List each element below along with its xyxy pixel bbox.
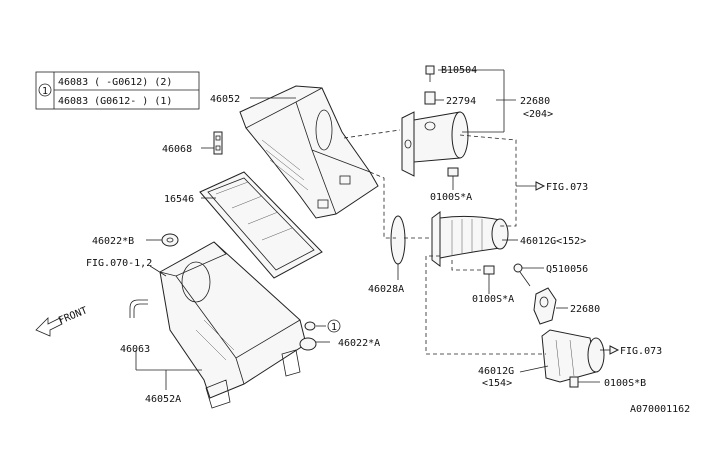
duct-46012g-152[interactable] <box>431 211 509 267</box>
label-q510056: Q510056 <box>546 264 588 275</box>
legend-marker: 1 <box>42 86 48 97</box>
dashed-assembly-lines <box>343 129 546 355</box>
leader-lines <box>135 69 620 390</box>
callout-marker: 1 <box>327 319 341 333</box>
sensor-22794[interactable] <box>424 91 436 105</box>
label-46052: 46052 <box>210 94 240 105</box>
label-fig070[interactable]: FIG.070-1,2 <box>86 258 152 269</box>
label-b10504: B10504 <box>441 65 477 76</box>
pipe-46063[interactable] <box>129 299 148 318</box>
label-fig073-top[interactable]: FIG.073 <box>546 182 588 193</box>
bolt-0100s-b[interactable] <box>569 376 600 388</box>
label-46068: 46068 <box>162 144 192 155</box>
label-22794: 22794 <box>446 96 476 107</box>
front-label: FRONT <box>57 305 89 326</box>
label-0100s-a-top: 0100S*A <box>430 192 472 203</box>
lower-case-46052a[interactable] <box>159 241 307 409</box>
legend-table: 1 46083 ( -G0612) (2) 46083 (G0612- ) (1… <box>35 71 200 110</box>
sensor-22680-lower[interactable] <box>533 287 557 325</box>
label-46012g-154: 46012G <box>478 366 514 377</box>
seal-46028a[interactable] <box>390 215 406 265</box>
front-arrow: FRONT <box>35 305 89 337</box>
label-22680-top: 22680 <box>520 96 550 107</box>
bolt-0100s-a-mid[interactable] <box>483 265 495 290</box>
label-0100s-a-mid: 0100S*A <box>472 294 514 305</box>
part-labels: 46052 46068 16546 46022*B FIG.070-1,2 46… <box>86 65 690 415</box>
drawing-number: A070001162 <box>630 404 690 415</box>
callout-number: 1 <box>331 322 337 333</box>
screw-q510056[interactable] <box>513 263 531 287</box>
legend-row-1: 46083 ( -G0612) (2) <box>58 77 172 88</box>
clip-46068[interactable] <box>213 131 223 155</box>
legend-row-2: 46083 (G0612- ) (1) <box>58 96 172 107</box>
label-22680-lower: 22680 <box>570 304 600 315</box>
label-16546: 16546 <box>164 194 194 205</box>
air-flow-sensor-22680[interactable] <box>401 111 469 177</box>
label-46012g-154-sub: <154> <box>482 378 512 389</box>
label-46028a: 46028A <box>368 284 404 295</box>
label-46063: 46063 <box>120 344 150 355</box>
label-22680-top-sub: <204> <box>523 109 553 120</box>
upper-case-46052[interactable] <box>239 85 379 219</box>
grommet-46022b[interactable] <box>161 233 179 247</box>
bolt-b10504[interactable] <box>425 65 435 82</box>
label-46022a: 46022*A <box>338 338 380 349</box>
filter-element-16546[interactable] <box>199 171 323 279</box>
label-46052a: 46052A <box>145 394 181 405</box>
bolt-0100s-a-top[interactable] <box>447 167 459 190</box>
label-46022b: 46022*B <box>92 236 134 247</box>
label-fig073-low[interactable]: FIG.073 <box>620 346 662 357</box>
grommet-46022a[interactable] <box>299 321 317 351</box>
label-46012g-152: 46012G<152> <box>520 236 586 247</box>
duct-46012g-154[interactable] <box>541 329 605 383</box>
label-0100s-b: 0100S*B <box>604 378 646 389</box>
